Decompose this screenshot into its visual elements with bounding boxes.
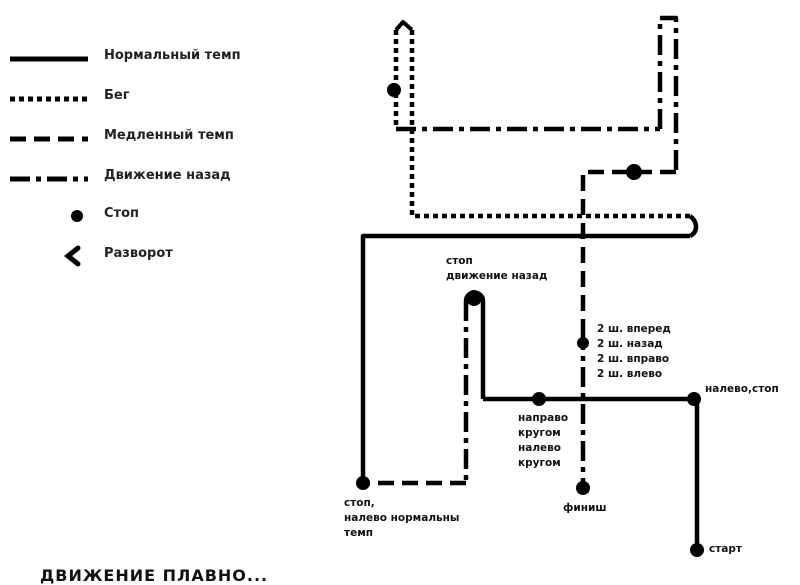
legend-sample-stop-dot: [71, 210, 83, 222]
label-start: старт: [709, 543, 742, 555]
legend-label: Движение назад: [104, 168, 231, 183]
segment-backward-up: [657, 15, 679, 172]
legend-item-backward: Движение назад: [8, 166, 288, 190]
legend-label: Стоп: [104, 206, 139, 221]
stop-dot-start: [690, 543, 704, 557]
footer-partial-text: ДВИЖЕНИЕ ПЛАВНО...: [40, 566, 269, 585]
segment-slow-to-finish: [580, 169, 676, 330]
stop-dot-bottom-left: [356, 476, 370, 490]
segment-top-turn-icon: [394, 20, 414, 32]
legend-label: Бег: [104, 88, 130, 103]
label-stop-left-normal: стоп, налево нормальны темп: [344, 497, 460, 539]
segment-run-left-up: [409, 30, 690, 219]
label-stop-back: стоп движение назад: [446, 255, 548, 282]
route-paths: [360, 15, 700, 550]
stop-dot-about-face: [532, 392, 546, 406]
label-steps: 2 ш. вперед 2 ш. назад 2 ш. вправо 2 ш. …: [597, 323, 671, 380]
legend-item-turn: Разворот: [8, 244, 288, 268]
legend-item-stop: Стоп: [8, 204, 288, 228]
stop-dot-left-stop: [687, 392, 701, 406]
legend-samples: [10, 56, 88, 267]
legend-sample-turn-icon: [63, 245, 81, 267]
legend-label: Нормальный темп: [104, 48, 241, 63]
legend-item-run: Бег: [8, 86, 288, 110]
legend-label: Разворот: [104, 246, 173, 261]
label-about-face: направо кругом налево кругом: [518, 412, 569, 469]
stop-dot-steps: [577, 337, 589, 349]
stop-dot-stop-back: [466, 290, 482, 306]
label-finish: финиш: [563, 502, 607, 514]
stop-points: [356, 83, 704, 557]
label-left-stop: налево,стоп: [705, 383, 779, 395]
legend-label: Медленный темп: [104, 128, 234, 143]
segment-turn-right: [688, 214, 699, 239]
stop-dot-top-left: [387, 83, 401, 97]
stop-dot-top-right: [626, 164, 642, 180]
legend-item-slow: Медленный темп: [8, 126, 288, 150]
legend-item-normal: Нормальный темп: [8, 46, 288, 70]
stop-dot-finish: [576, 481, 590, 495]
